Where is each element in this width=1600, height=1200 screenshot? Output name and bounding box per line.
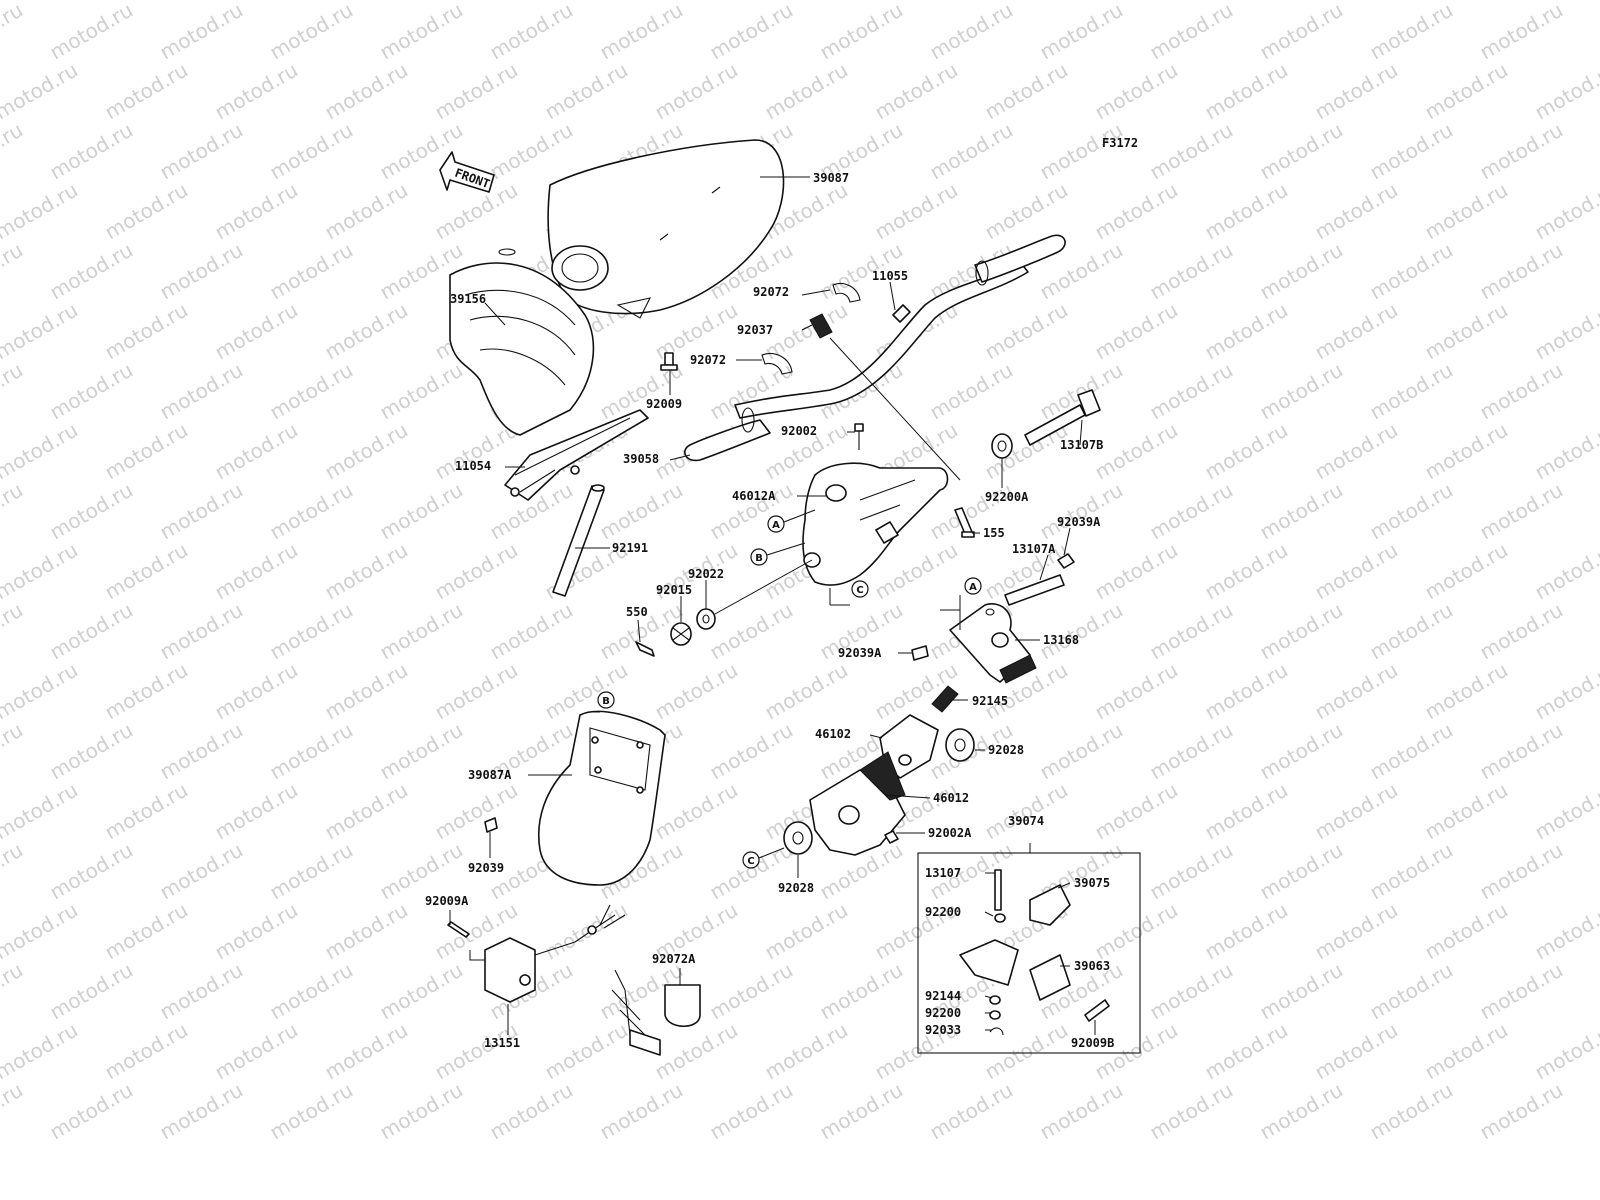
block-92037 xyxy=(809,313,833,339)
part-label: 92191 xyxy=(612,541,648,555)
steering-cover xyxy=(547,139,785,319)
figure-code: F3172 xyxy=(1102,136,1138,150)
bolt-92002A xyxy=(884,830,899,844)
callout-markers: A B C A B C xyxy=(597,509,982,869)
part-label: 92200 xyxy=(925,1006,961,1020)
bracket-13168 xyxy=(949,603,1037,684)
callout-b-upper: B xyxy=(750,542,806,566)
part-label: 39074 xyxy=(1008,814,1044,828)
rod-92191 xyxy=(552,484,605,597)
part-label: 550 xyxy=(626,605,648,619)
part-label: 39087A xyxy=(468,768,512,782)
part-label: 11055 xyxy=(872,269,908,283)
part-label: 13107B xyxy=(1060,438,1103,452)
part-label: 39063 xyxy=(1074,959,1110,973)
svg-text:C: C xyxy=(747,856,754,867)
part-label: 92072 xyxy=(753,285,789,299)
washer-92200A xyxy=(991,433,1013,459)
part-label: 92009B xyxy=(1071,1036,1114,1050)
screw-92009A xyxy=(447,921,470,938)
part-label: 92009A xyxy=(425,894,469,908)
bracket-11054 xyxy=(504,409,649,501)
part-label: 13107A xyxy=(1012,542,1056,556)
part-label: 92015 xyxy=(656,583,692,597)
screw-92039A-upper xyxy=(1057,553,1075,569)
part-label: 92033 xyxy=(925,1023,961,1037)
part-label: 92145 xyxy=(972,694,1008,708)
part-label: 11054 xyxy=(455,459,491,473)
washer-92028-upper xyxy=(945,728,975,762)
svg-text:A: A xyxy=(969,582,977,593)
part-46102 xyxy=(879,714,939,779)
part-label: 46012A xyxy=(732,489,776,503)
part-label: 92144 xyxy=(925,989,961,1003)
part-label: 155 xyxy=(983,526,1005,540)
front-arrow: FRONT xyxy=(439,151,495,193)
svg-text:A: A xyxy=(772,520,780,531)
bolt-155 xyxy=(954,507,975,538)
handlebar-pad xyxy=(449,248,595,436)
svg-text:B: B xyxy=(602,696,610,707)
part-label: 39075 xyxy=(1074,876,1110,890)
part-label: 13151 xyxy=(484,1036,520,1050)
callout-a-lower: A xyxy=(964,577,982,595)
part-label: 92072A xyxy=(652,952,696,966)
screw-92039 xyxy=(484,817,498,833)
part-label: 92002 xyxy=(781,424,817,438)
callout-c-lower: C xyxy=(742,847,785,869)
handlebar xyxy=(684,234,1066,462)
nut-92015 xyxy=(670,622,692,646)
lower-cover xyxy=(538,710,666,886)
part-label: 39156 xyxy=(450,292,486,306)
washer-92022 xyxy=(696,608,716,630)
switch-13151 xyxy=(484,904,626,1003)
part-label: 92072 xyxy=(690,353,726,367)
part-label: 92037 xyxy=(737,323,773,337)
part-label: 92022 xyxy=(688,567,724,581)
steering-column-upper xyxy=(802,462,949,586)
part-label: 46102 xyxy=(815,727,851,741)
part-label: 39058 xyxy=(623,452,659,466)
pin-13107A xyxy=(1004,574,1065,606)
spring-92145 xyxy=(931,685,959,713)
part-label: 92039A xyxy=(838,646,882,660)
part-label: 92009 xyxy=(646,397,682,411)
part-label: 46012 xyxy=(933,791,969,805)
part-labels: 39087 39156 92009 11054 92191 92072 9207… xyxy=(425,171,1114,1050)
part-label: 92200A xyxy=(985,490,1029,504)
callout-a-upper: A xyxy=(767,509,816,533)
pin-550 xyxy=(635,641,655,657)
band-92072-upper xyxy=(832,282,861,303)
leader-lines xyxy=(449,176,1096,1035)
part-label: 92028 xyxy=(988,743,1024,757)
svg-text:C: C xyxy=(856,585,863,596)
part-label: 39087 xyxy=(813,171,849,185)
bolt-92002 xyxy=(854,423,864,450)
screw-92039A-lower xyxy=(911,645,929,661)
svg-text:B: B xyxy=(755,553,763,564)
part-label: 92039 xyxy=(468,861,504,875)
steering-column-lower xyxy=(809,751,906,856)
callout-c-upper: C xyxy=(851,580,869,598)
part-label: 92039A xyxy=(1057,515,1101,529)
part-label: 92200 xyxy=(925,905,961,919)
part-label: 13107 xyxy=(925,866,961,880)
part-label: 13168 xyxy=(1043,633,1079,647)
screw-92009 xyxy=(660,352,678,371)
part-label: 92028 xyxy=(778,881,814,895)
washer-92028-lower xyxy=(783,821,813,855)
part-label: 92002A xyxy=(928,826,972,840)
callout-b-lower: B xyxy=(597,691,615,709)
clamp-92072A xyxy=(611,969,701,1056)
bolt-13107B xyxy=(1024,389,1101,446)
band-92072-lower xyxy=(761,353,793,375)
